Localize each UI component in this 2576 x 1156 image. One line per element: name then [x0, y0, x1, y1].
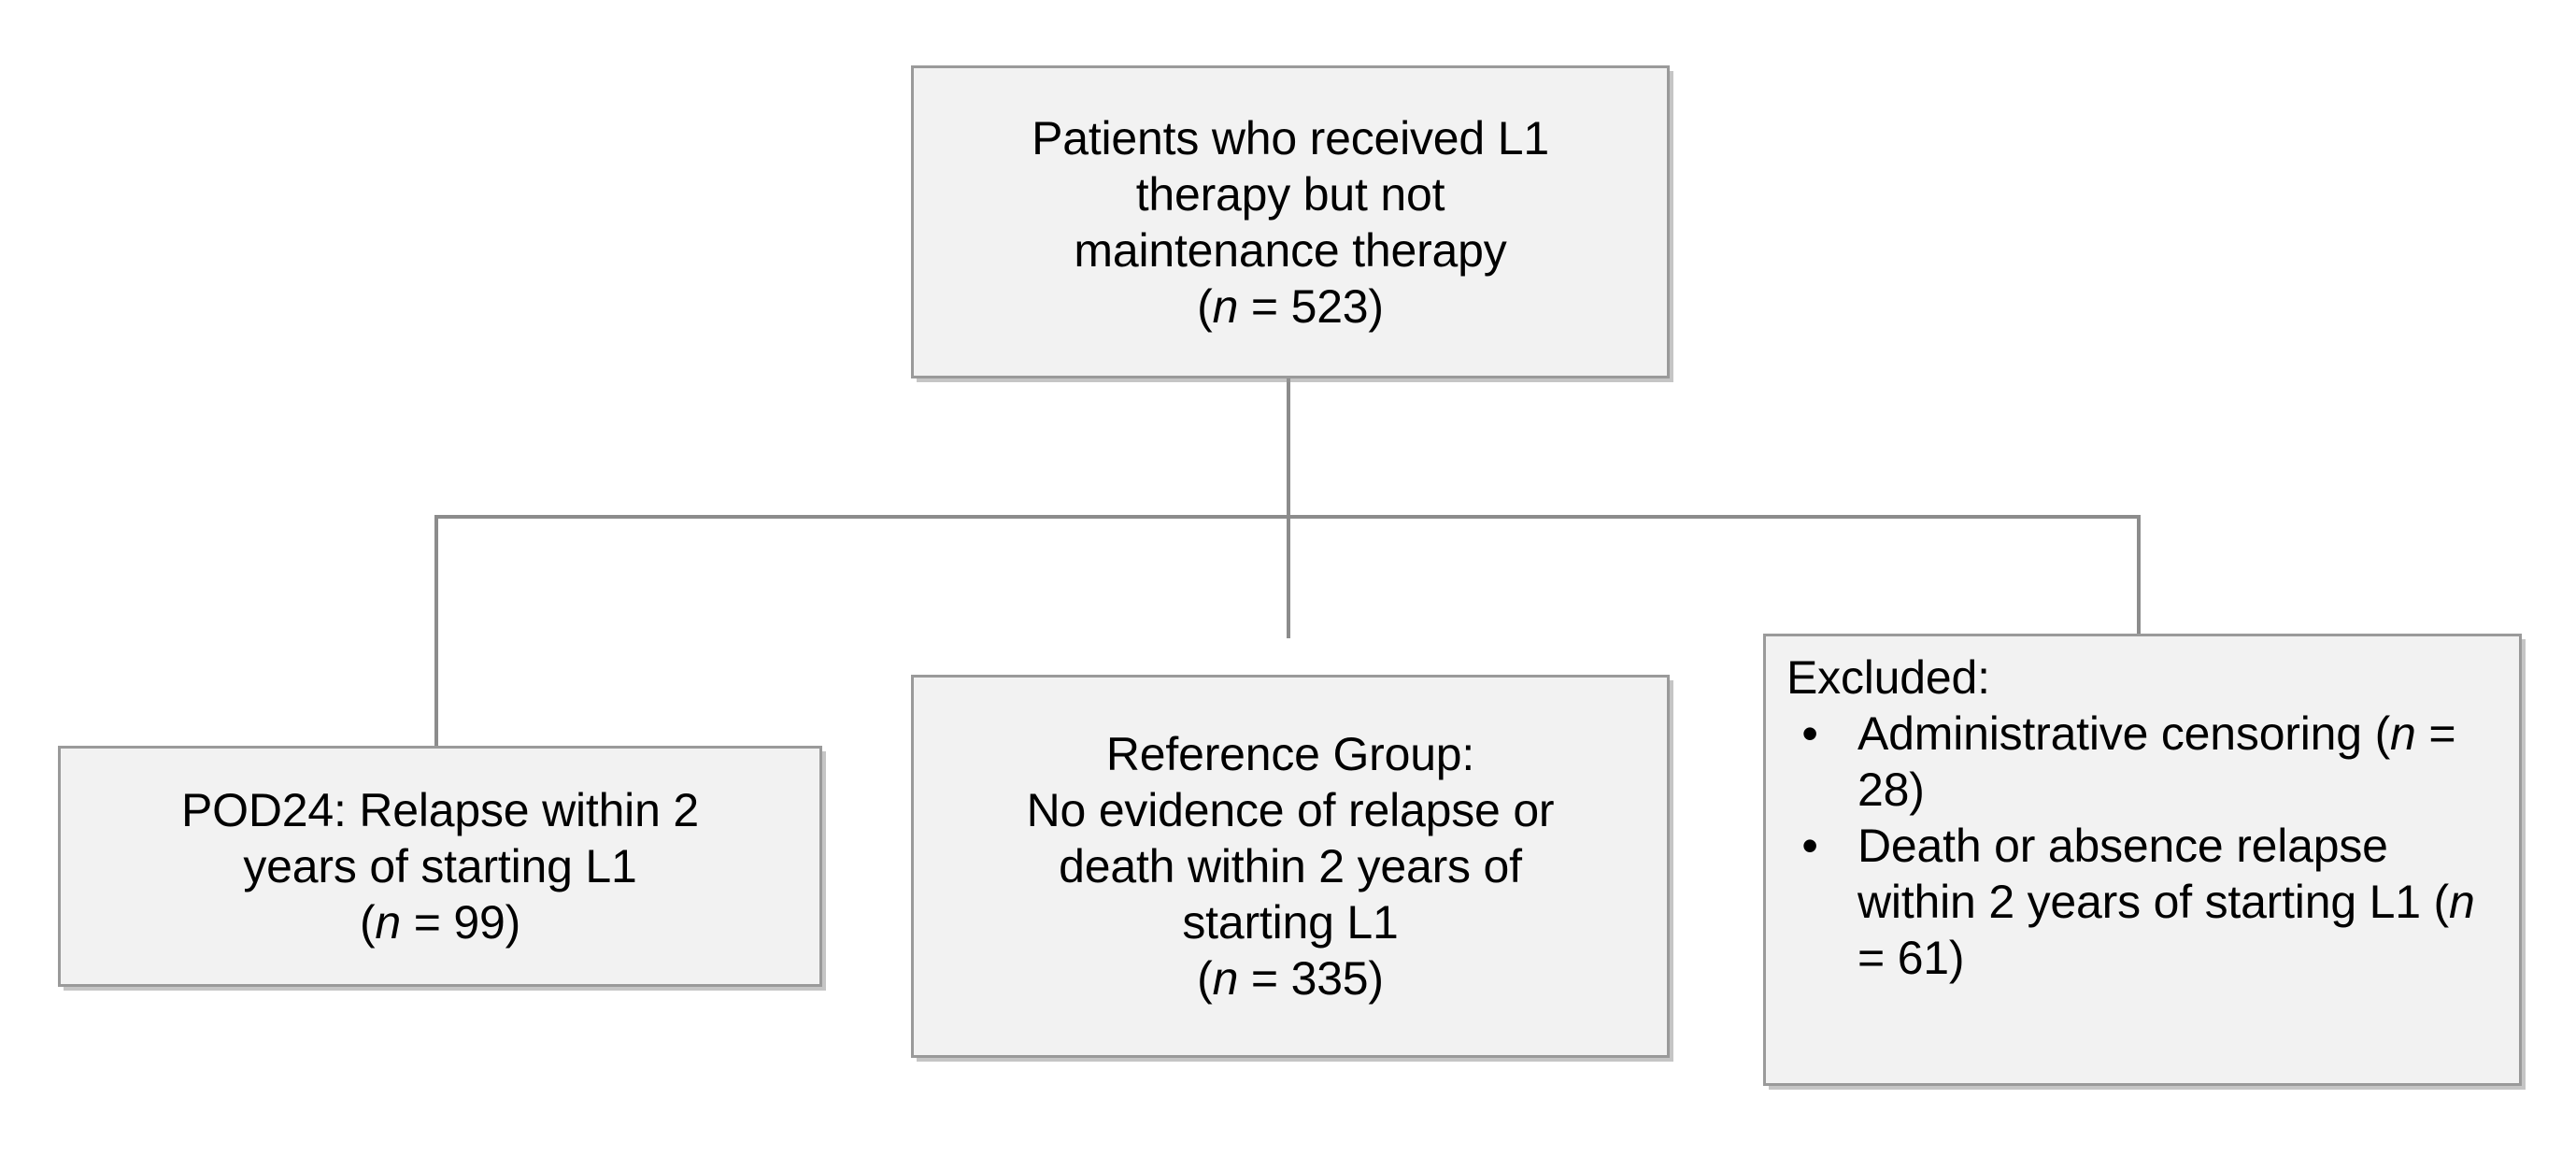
node-pod24-count: (n = 99) — [81, 894, 799, 950]
node-root-count: (n = 523) — [931, 278, 1650, 335]
node-reference-line-2: No evidence of relapse or — [1026, 784, 1555, 836]
node-root-count-prefix: ( — [1197, 279, 1213, 333]
excluded-item-2-n-symbol: n — [2449, 876, 2475, 928]
node-pod24-count-prefix: ( — [359, 896, 376, 949]
excluded-item-2-text: Death or absence relapse within 2 years … — [1857, 818, 2504, 986]
excluded-item-2-text-after: = 61) — [1857, 932, 1965, 984]
node-reference-line-1: Reference Group: — [1105, 728, 1475, 780]
excluded-item-1-text: Administrative censoring (n = 28) — [1857, 706, 2504, 818]
node-reference-count-prefix: ( — [1197, 952, 1213, 1005]
node-pod24-line-2: years of starting L1 — [243, 840, 637, 892]
list-item: • Administrative censoring (n = 28) — [1786, 706, 2504, 818]
node-reference-group: Reference Group: No evidence of relapse … — [911, 675, 1670, 1058]
excluded-item-1-text-after: = 28) — [1857, 707, 2456, 816]
excluded-item-1-n-symbol: n — [2390, 707, 2416, 760]
node-reference-n-symbol: n — [1212, 952, 1239, 1005]
node-pod24-relapse-within-2-years: POD24: Relapse within 2 years of startin… — [58, 746, 822, 987]
node-reference-count: (n = 335) — [931, 950, 1650, 1006]
node-root-line-3: maintenance therapy — [1074, 223, 1507, 277]
node-root-count-suffix: = 523) — [1238, 279, 1384, 333]
node-pod24-count-suffix: = 99) — [401, 896, 521, 949]
node-pod24-n-symbol: n — [375, 896, 401, 949]
node-excluded-heading: Excluded: — [1786, 651, 1990, 704]
node-root-line-1: Patients who received L1 — [1032, 111, 1549, 164]
node-reference-count-suffix: = 335) — [1238, 952, 1384, 1005]
node-root-n-symbol: n — [1212, 279, 1239, 333]
excluded-bullet-list: • Administrative censoring (n = 28) • De… — [1786, 706, 2504, 986]
node-pod24-line-1: POD24: Relapse within 2 — [180, 784, 700, 836]
list-item: • Death or absence relapse within 2 year… — [1786, 818, 2504, 986]
node-root-line-2: therapy but not — [1135, 167, 1445, 221]
connector-distribution-bar — [434, 515, 2141, 519]
bullet-icon: • — [1801, 820, 1818, 872]
connector-left-drop-to-pod24 — [434, 515, 438, 748]
connector-root-to-reference — [1287, 378, 1290, 638]
connector-right-drop-to-excluded — [2137, 515, 2141, 635]
excluded-item-2-text-before: Death or absence relapse within 2 years … — [1857, 820, 2449, 928]
excluded-item-1-text-before: Administrative censoring ( — [1857, 707, 2391, 760]
node-root-patients-received-l1: Patients who received L1 therapy but not… — [911, 65, 1670, 378]
bullet-icon: • — [1801, 707, 1818, 760]
node-reference-line-3: death within 2 years of — [1059, 840, 1522, 892]
node-excluded: Excluded: • Administrative censoring (n … — [1763, 634, 2522, 1086]
node-reference-line-4: starting L1 — [1182, 896, 1399, 949]
